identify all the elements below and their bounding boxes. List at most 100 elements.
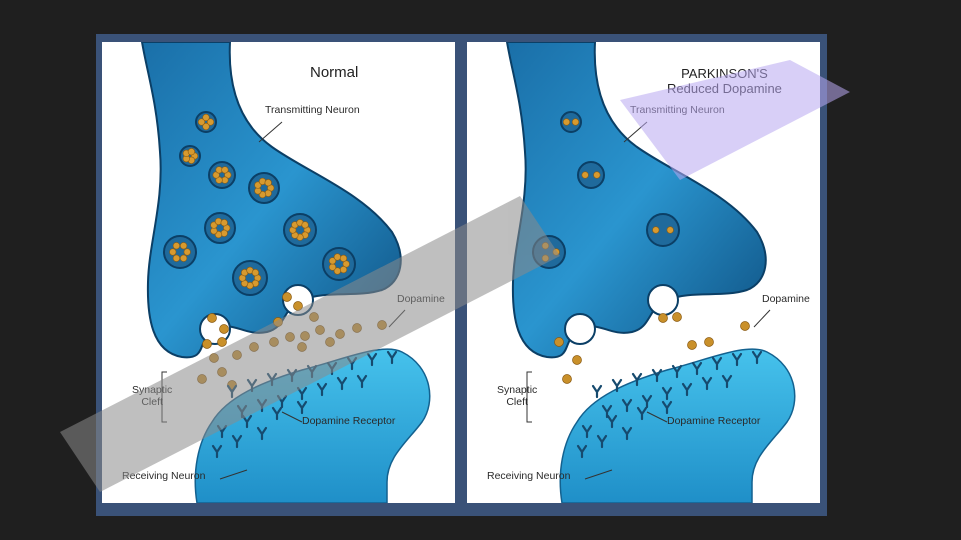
dopamine-receptors bbox=[576, 350, 763, 459]
dopamine-particle bbox=[232, 350, 242, 360]
dopamine-particle bbox=[740, 321, 750, 331]
receptor-mark bbox=[581, 424, 593, 439]
dopamine-particle bbox=[335, 329, 345, 339]
parkinsons-panel: PARKINSON'S Reduced Dopamine Transmittin… bbox=[467, 42, 820, 503]
vesicle bbox=[163, 235, 197, 269]
vesicle-dopamine-dot bbox=[169, 248, 177, 256]
vesicle-dopamine-dot bbox=[202, 113, 210, 122]
vesicle-dopamine-dot bbox=[172, 242, 180, 250]
dopamine-particle bbox=[377, 320, 387, 330]
diagram-frame: Normal Transmitting Neuron Dopamine Syna… bbox=[96, 34, 827, 516]
dopamine-particle bbox=[672, 312, 682, 322]
vesicle-dopamine-dot bbox=[541, 254, 549, 262]
receptor-mark bbox=[606, 414, 618, 429]
receptor-mark bbox=[671, 364, 683, 379]
synaptic-cleft-label: Synaptic Cleft bbox=[132, 384, 173, 408]
dopamine-particle bbox=[217, 337, 227, 347]
vesicle-dopamine-dot bbox=[220, 219, 228, 227]
dopamine-particle bbox=[315, 325, 325, 335]
dopamine-particle bbox=[269, 337, 279, 347]
receiving-neuron-shape bbox=[559, 348, 796, 503]
receptor-mark bbox=[691, 361, 703, 376]
vesicle-dopamine-dot bbox=[552, 248, 560, 256]
vesicle bbox=[322, 247, 356, 281]
receptor-mark bbox=[641, 394, 653, 409]
vesicle bbox=[204, 212, 236, 244]
vesicle-dopamine-dot bbox=[652, 226, 660, 234]
vesicle bbox=[248, 172, 280, 204]
receptor-mark bbox=[651, 368, 663, 383]
parkinsons-illustration bbox=[505, 42, 796, 503]
vesicle-dopamine-dot bbox=[264, 179, 272, 187]
vesicle bbox=[208, 161, 236, 189]
receptor-mark bbox=[596, 434, 608, 449]
parkinsons-title-line2: Reduced Dopamine bbox=[667, 81, 782, 96]
vesicle bbox=[232, 260, 268, 296]
vesicle-dopamine-dot bbox=[339, 254, 348, 262]
dopamine-particle bbox=[202, 339, 212, 349]
vesicle bbox=[283, 213, 317, 247]
normal-title: Normal bbox=[310, 64, 359, 81]
dopamine-particle bbox=[704, 337, 714, 347]
dopamine-particle bbox=[219, 324, 229, 334]
receiving-neuron-label: Receiving Neuron bbox=[122, 470, 206, 482]
dopamine-particle bbox=[572, 355, 582, 365]
vesicle-dopamine-dot bbox=[179, 242, 188, 250]
vesicle-dopamine-dot bbox=[666, 226, 674, 234]
vesicle-dopamine-dot bbox=[593, 171, 601, 179]
vesicle-dopamine-dot bbox=[187, 148, 195, 156]
dopamine-particle bbox=[207, 313, 217, 323]
receptor-mark bbox=[621, 398, 633, 413]
receptor-mark bbox=[661, 386, 673, 401]
vesicle bbox=[195, 111, 217, 133]
dopamine-particle bbox=[554, 337, 564, 347]
dopamine-particle bbox=[285, 332, 295, 342]
receptor-mark bbox=[621, 426, 633, 441]
vesicle-dopamine-dot bbox=[179, 254, 188, 262]
dopamine-particle bbox=[297, 342, 307, 352]
dopamine-particle bbox=[562, 374, 572, 384]
dopamine-particle bbox=[282, 292, 292, 302]
receptor-mark bbox=[661, 400, 673, 415]
vesicle-dopamine-dot bbox=[206, 118, 215, 126]
dopamine-particle bbox=[209, 353, 219, 363]
receptor-mark bbox=[631, 372, 643, 387]
dopamine-particle bbox=[687, 340, 697, 350]
vesicle-dopamine-dot bbox=[301, 221, 309, 229]
synaptic-cleft-label: Synaptic Cleft bbox=[497, 384, 538, 408]
dopamine-receptor-label: Dopamine Receptor bbox=[667, 415, 761, 427]
transmitting-neuron-label: Transmitting Neuron bbox=[630, 104, 725, 116]
receptor-mark bbox=[721, 374, 733, 389]
vesicle-dopamine-dot bbox=[333, 253, 341, 261]
vesicle-dopamine-dot bbox=[202, 122, 210, 131]
dopamine-particle bbox=[309, 312, 319, 322]
dopamine-receptor-label: Dopamine Receptor bbox=[302, 415, 396, 427]
vesicle-dopamine-dot bbox=[571, 118, 580, 126]
transmitting-neuron-label: Transmitting Neuron bbox=[265, 104, 360, 116]
vesicle-dopamine-dot bbox=[562, 118, 571, 126]
dopamine-particle bbox=[352, 323, 362, 333]
receptor-mark bbox=[711, 356, 723, 371]
vesicle-dopamine-dot bbox=[328, 263, 337, 271]
vesicle-dopamine-dot bbox=[183, 248, 191, 256]
dopamine-label: Dopamine bbox=[397, 293, 445, 305]
dopamine-particle bbox=[273, 317, 283, 327]
vesicle-dopamine-dot bbox=[221, 166, 229, 174]
parkinsons-title: PARKINSON'S Reduced Dopamine bbox=[667, 66, 782, 96]
receptor-mark bbox=[576, 444, 588, 459]
dopamine-label: Dopamine bbox=[762, 293, 810, 305]
vesicle-dopamine-dot bbox=[339, 266, 348, 274]
normal-panel: Normal Transmitting Neuron Dopamine Syna… bbox=[102, 42, 455, 503]
receptor-mark bbox=[636, 406, 648, 421]
vesicle bbox=[532, 235, 566, 269]
receptor-mark bbox=[681, 382, 693, 397]
receptor-mark bbox=[701, 376, 713, 391]
receptor-mark bbox=[611, 378, 623, 393]
dopamine-particle bbox=[197, 374, 207, 384]
receiving-neuron-label: Receiving Neuron bbox=[487, 470, 571, 482]
dopamine-particle bbox=[293, 301, 303, 311]
vesicle-dopamine-dot bbox=[251, 268, 260, 277]
vesicle bbox=[577, 161, 605, 189]
vesicle-dopamine-dot bbox=[581, 171, 589, 179]
